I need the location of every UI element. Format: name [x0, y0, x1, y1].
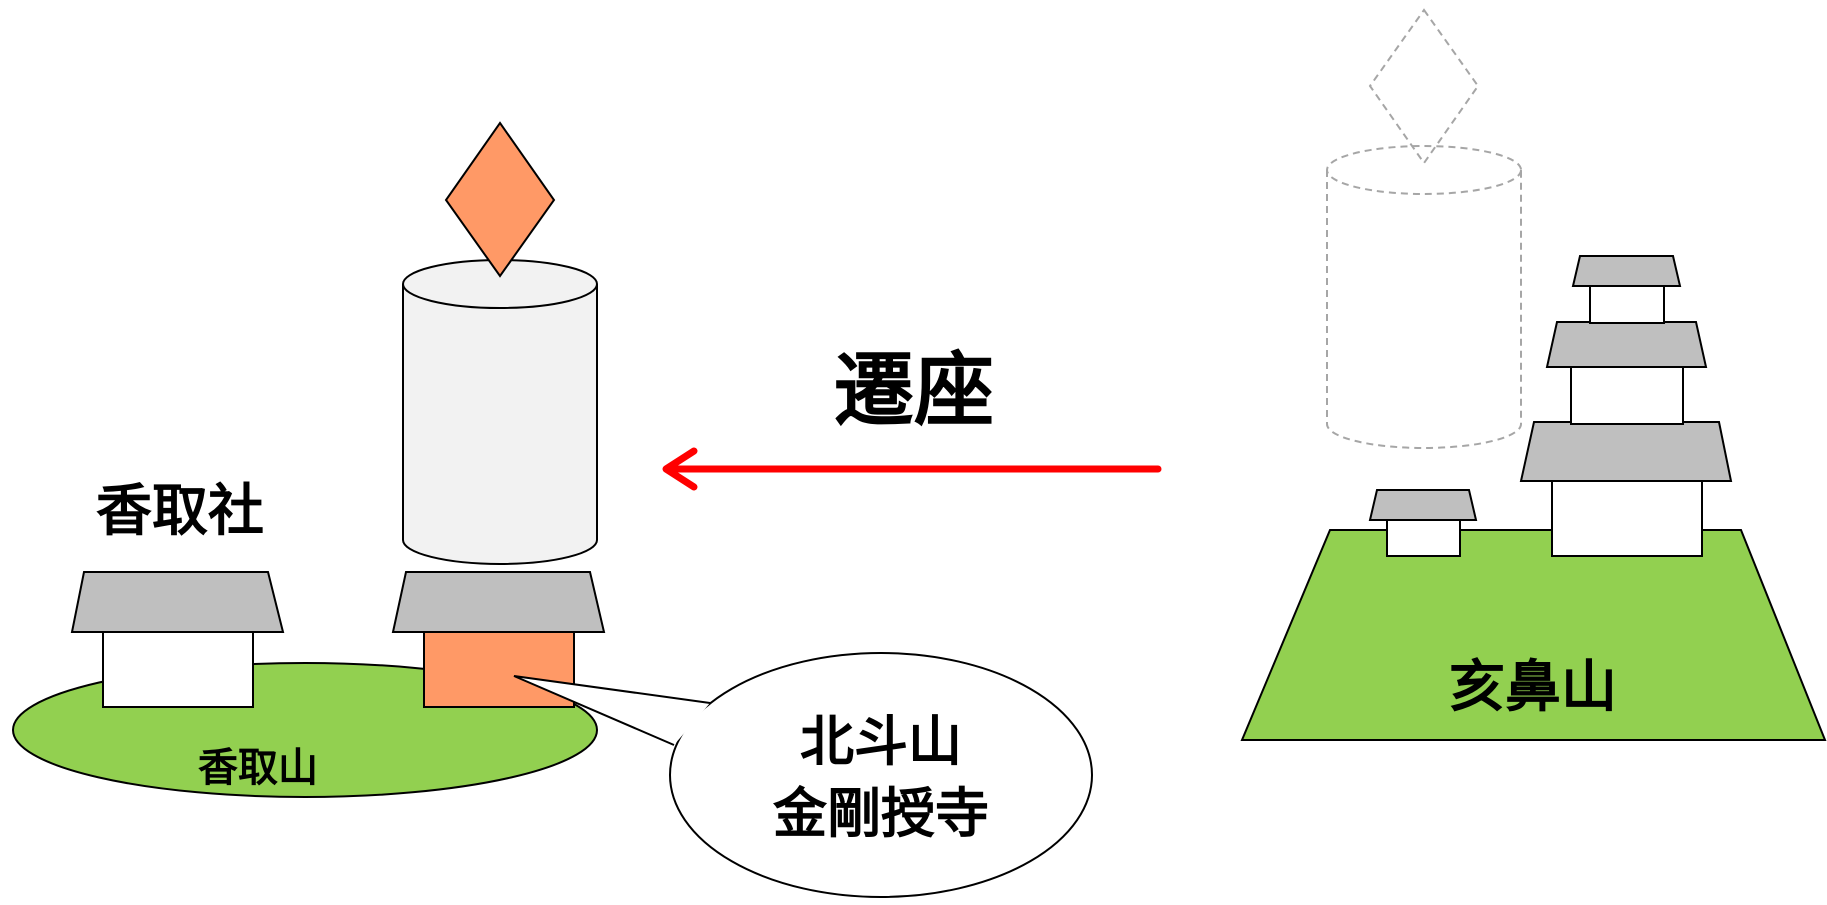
small-building-roof [1368, 489, 1478, 521]
castle-level1-roof [1519, 421, 1733, 482]
castle-level3-roof [1571, 255, 1682, 287]
former-diamond-outline [1368, 8, 1480, 165]
callout-tail [514, 676, 710, 745]
former-cylinder-top [1326, 145, 1522, 195]
castle-level3-body [1589, 284, 1665, 324]
temple-callout: 北斗山 金剛授寺 [513, 652, 1093, 898]
temple-name-line1: 北斗山 [800, 709, 962, 773]
transfer-arrow [662, 447, 1162, 491]
katori-mountain-label: 香取山 [198, 744, 318, 791]
temple-roof [391, 571, 606, 633]
castle-level2-body [1570, 365, 1684, 425]
inohana-castle [1519, 255, 1733, 557]
callout-tail-line [513, 675, 711, 746]
shrine-roof [70, 571, 285, 633]
temple-building [391, 571, 606, 708]
shrine-body [102, 629, 254, 708]
small-building-body [1386, 517, 1461, 557]
sacred-cylinder [402, 259, 598, 565]
transfer-label: 遷座 [834, 343, 994, 437]
castle-level1-body [1551, 477, 1703, 557]
inohana-small-building [1368, 489, 1478, 557]
temple-name-line2: 金剛授寺 [772, 781, 989, 845]
castle-level2-roof [1545, 321, 1708, 368]
callout-bubble [669, 652, 1093, 898]
katori-shrine-building [70, 571, 285, 708]
sacred-diamond [444, 121, 556, 278]
arrow-head [662, 447, 698, 491]
temple-body [423, 629, 575, 708]
katori-shrine-label: 香取社 [96, 478, 264, 544]
former-cylinder-outline [1326, 145, 1522, 449]
inohana-mountain-label: 亥鼻山 [1449, 654, 1617, 720]
former-cylinder-body [1326, 170, 1522, 449]
cylinder-body [402, 284, 598, 565]
